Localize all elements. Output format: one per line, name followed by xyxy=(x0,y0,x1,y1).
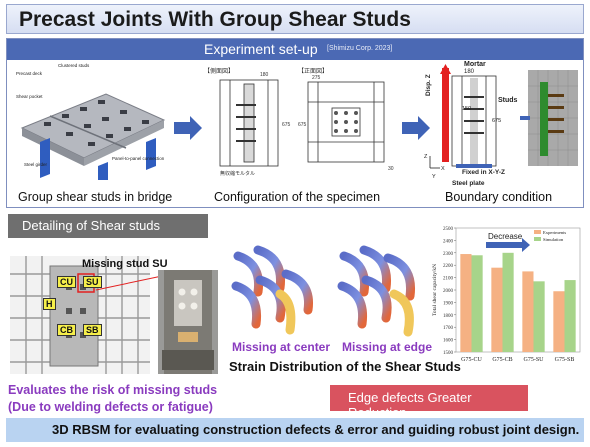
x-tick-label: G75-SB xyxy=(555,357,575,363)
label-sb: SB xyxy=(83,324,102,336)
front-view-label: 【正面図】 xyxy=(298,68,328,75)
mortar-jp-label: 無収縮モルタル xyxy=(220,170,255,177)
title-bar: Precast Joints With Group Shear Studs xyxy=(6,4,584,34)
bottom-summary-text: 3D RBSM for evaluating construction defe… xyxy=(52,422,580,437)
steel-plate-label: Steel plate xyxy=(452,180,485,187)
boundary-condition-drawing: Disp. Z Mortar 180 Studs 150 675 Fixed i… xyxy=(424,61,578,187)
specimen-photo xyxy=(158,270,218,374)
label-cu: CU xyxy=(57,276,76,288)
disp-z-label: Disp. Z xyxy=(425,74,432,96)
y-tick-label: 1500 xyxy=(443,351,454,356)
caption-bridge: Group shear studs in bridge xyxy=(18,190,173,204)
y-tick-label: 1800 xyxy=(443,314,454,319)
label-su: SU xyxy=(83,276,102,288)
y-tick-label: 1600 xyxy=(443,339,454,344)
decrease-annotation: Decrease xyxy=(488,232,523,241)
experiment-source: [Shimizu Corp. 2023] xyxy=(327,45,393,52)
x-tick-label: G75-CB xyxy=(492,357,512,363)
edge-defects-text: Edge defects Greater Reduction xyxy=(348,390,472,420)
label-h: H xyxy=(43,298,56,310)
evaluate-line1: Evaluates the risk of missing studs xyxy=(8,383,218,397)
label-panel: Panel-to-panel connection xyxy=(112,156,165,161)
bar-experiments-g75-cu xyxy=(460,254,472,352)
legend-swatch-simulation xyxy=(534,237,541,241)
dim-30: 30 xyxy=(388,166,394,172)
label-precast: Precast deck xyxy=(16,71,43,76)
x-tick-label: G75-SU xyxy=(523,357,544,363)
label-clustered: Clustered studs xyxy=(58,63,90,68)
mortar-label: Mortar xyxy=(464,61,486,68)
label-cb: CB xyxy=(57,324,76,336)
legend-label-experiments: Experiments xyxy=(543,230,566,235)
dim-275: 275 xyxy=(312,75,321,81)
dim-675-label: 675 xyxy=(492,118,501,124)
strain-center-illustration xyxy=(231,245,314,335)
caption-config: Configuration of the specimen xyxy=(214,190,381,204)
axis-z: Z xyxy=(424,154,428,160)
y-tick-label: 2500 xyxy=(443,227,454,232)
caption-boundary: Boundary condition xyxy=(445,190,553,204)
specimen-drawing: 【側面図】 【正面図】 180 675 275 675 30 無収縮モルタル xyxy=(204,67,394,177)
dim-180-label: 180 xyxy=(464,69,475,75)
bar-simulation-g75-su xyxy=(533,281,545,352)
bar-experiments-g75-sb xyxy=(553,291,565,352)
bar-simulation-g75-sb xyxy=(564,280,576,352)
axis-y: Y xyxy=(432,174,436,180)
axis-x: X xyxy=(441,166,445,172)
missing-stud-label: Missing stud SU xyxy=(82,258,168,270)
displacement-bar xyxy=(442,68,449,162)
decrease-arrow-icon xyxy=(486,238,530,252)
y-tick-label: 2400 xyxy=(443,239,454,244)
dim-180: 180 xyxy=(260,72,269,78)
fixed-label: Fixed in X-Y-Z xyxy=(462,169,505,176)
bottom-summary-bar: 3D RBSM for evaluating construction defe… xyxy=(6,418,584,442)
legend-label-simulation: Simulation xyxy=(543,237,564,242)
strain-title: Strain Distribution of the Shear Studs xyxy=(229,359,461,374)
dim-150-label: 150 xyxy=(462,106,471,112)
missing-edge-label: Missing at edge xyxy=(342,340,433,354)
detailing-box: Detailing of Shear studs xyxy=(8,214,208,238)
edge-defects-box: Edge defects Greater Reduction xyxy=(330,385,528,420)
y-tick-label: 2100 xyxy=(443,277,454,282)
y-axis-label: Total shear capacity/kN xyxy=(432,264,438,316)
stud-model xyxy=(10,256,150,374)
y-tick-label: 1900 xyxy=(443,301,454,306)
pointer-line xyxy=(95,275,163,291)
studs-label: Studs xyxy=(498,97,518,104)
arrow-right-icon xyxy=(174,116,202,140)
bridge-illustration: Precast deck Shear pocket Clustered stud… xyxy=(16,63,166,180)
evaluate-line2: (Due to welding defects or fatigue) xyxy=(8,400,213,414)
missing-center-label: Missing at center xyxy=(232,340,331,354)
y-tick-label: 1700 xyxy=(443,326,454,331)
experiment-setup-panel: Experiment set-up [Shimizu Corp. 2023] xyxy=(6,38,584,208)
label-shear-pocket: Shear pocket xyxy=(16,94,43,99)
label-girder: Steel girder xyxy=(24,162,48,167)
shear-capacity-chart: 1500 1600 1700 1800 1900 2000 2100 2200 2300 2400… xyxy=(432,227,581,363)
y-tick-label: 2300 xyxy=(443,252,454,257)
experiment-header-text: Experiment set-up xyxy=(204,41,318,57)
page-title: Precast Joints With Group Shear Studs xyxy=(19,8,411,31)
strain-edge-illustration xyxy=(337,245,416,337)
dim-675-side: 675 xyxy=(282,122,291,128)
bar-experiments-g75-su xyxy=(522,271,534,352)
bar-experiments-g75-cb xyxy=(491,267,503,352)
y-tick-label: 2200 xyxy=(443,264,454,269)
arrow-right-icon xyxy=(402,116,430,140)
detailing-text: Detailing of Shear studs xyxy=(22,218,161,233)
dim-675-front: 675 xyxy=(298,122,307,128)
legend-swatch-experiments xyxy=(534,230,541,234)
y-tick-label: 2000 xyxy=(443,289,454,294)
x-tick-label: G75-CU xyxy=(461,357,482,363)
bar-simulation-g75-cb xyxy=(502,252,514,352)
experiment-header: Experiment set-up [Shimizu Corp. 2023] xyxy=(7,39,583,60)
side-view-label: 【側面図】 xyxy=(204,67,234,75)
bar-simulation-g75-cu xyxy=(471,255,483,352)
